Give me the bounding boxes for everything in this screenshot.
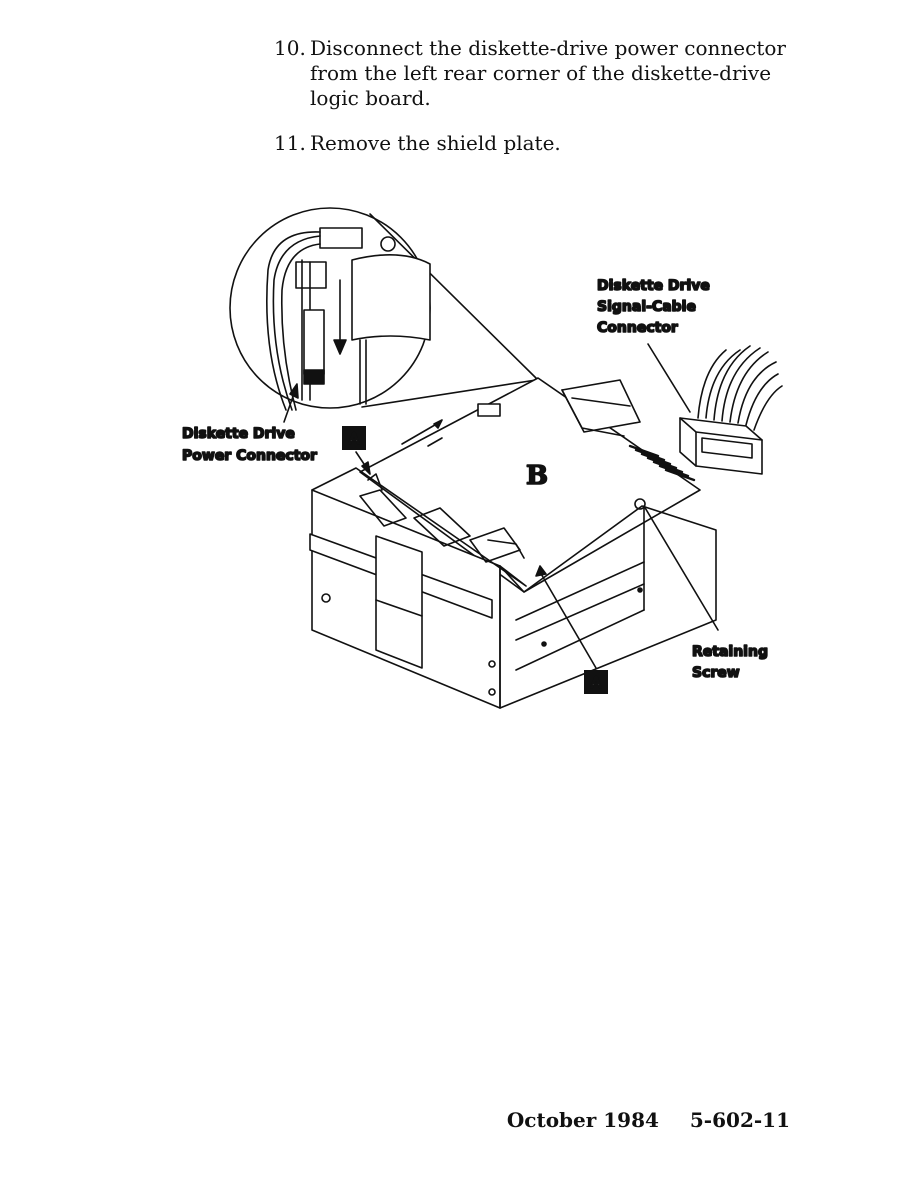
instruction-steps: 10. Disconnect the diskette-drive power … <box>274 36 794 176</box>
badge-a-upper: A <box>342 426 371 475</box>
step-number: 11. <box>274 131 306 155</box>
callout-line: Connector <box>597 320 678 336</box>
page-footer: October 1984 5-602-11 <box>507 1108 790 1132</box>
badge-a-label: A <box>591 673 602 692</box>
drive-chassis <box>309 467 717 709</box>
inset-magnifier <box>229 207 537 411</box>
callout-line: Diskette Drive <box>182 426 295 442</box>
step-text: Remove the shield plate. <box>310 131 561 155</box>
callout-line: Screw <box>692 665 740 681</box>
step-11: 11. Remove the shield plate. <box>274 131 794 156</box>
badge-a-lower: A <box>535 565 608 694</box>
footer-page-number: 5-602-11 <box>689 1108 790 1132</box>
footer-date: October 1984 <box>506 1108 659 1132</box>
power-connector-callout: Diskette Drive Power Connector <box>181 383 318 465</box>
callout-line: Power Connector <box>182 448 317 464</box>
diskette-drive-illustration: Diskette Drive Power Connector Diskette … <box>181 207 783 709</box>
callout-line: Retaining <box>692 644 768 660</box>
shield-plate: B <box>359 377 701 593</box>
signal-cable-connector <box>679 345 783 475</box>
callout-line: Diskette Drive <box>597 278 710 294</box>
step-number: 10. <box>274 36 306 60</box>
retaining-screw-callout: Retaining Screw <box>643 505 769 682</box>
signal-cable-callout: Diskette Drive Signal-Cable Connector <box>596 277 711 413</box>
step-10: 10. Disconnect the diskette-drive power … <box>274 36 794 111</box>
badge-a-label: A <box>349 429 360 448</box>
callout-line: Signal-Cable <box>597 299 696 315</box>
step-text: Disconnect the diskette-drive power conn… <box>310 36 786 110</box>
shield-label-b: B <box>526 461 548 491</box>
